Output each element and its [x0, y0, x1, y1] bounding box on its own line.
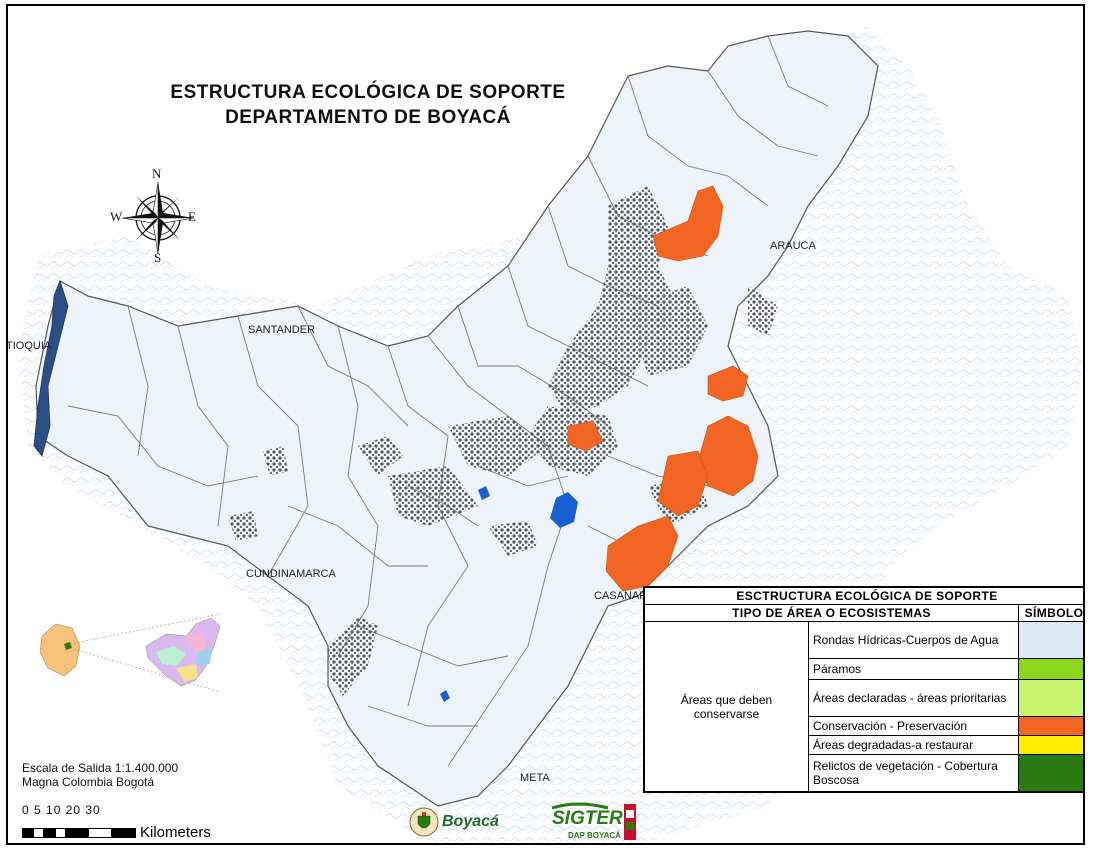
- antioquia-river: [33, 279, 69, 457]
- map-frame: ESTRUCTURA ECOLÓGICA DE SOPORTE DEPARTAM…: [6, 4, 1085, 845]
- map-title-line-2: DEPARTAMENTO DE BOYACÁ: [225, 107, 511, 128]
- compass-west-label: W: [110, 209, 123, 224]
- label-arauca: ARAUCA: [770, 240, 816, 252]
- sigter-logo-subtext: DAP BOYACÁ: [568, 831, 621, 840]
- scale-unit: Kilometers: [140, 824, 211, 841]
- legend-title: ESCTRUCTURA ECOLÓGICA DE SOPORTE: [644, 587, 1083, 605]
- sigter-emblem-icon: [551, 802, 636, 840]
- legend-row-label: Áreas declaradas - áreas prioritarias: [808, 679, 1019, 717]
- label-santander: SANTANDER: [248, 324, 316, 336]
- map-title: ESTRUCTURA ECOLÓGICA DE SOPORTE DEPARTAM…: [128, 80, 608, 130]
- map-title-line-1: ESTRUCTURA ECOLÓGICA DE SOPORTE: [170, 82, 566, 103]
- legend-swatch: [1018, 754, 1083, 792]
- sigter-logo-text: SIGTER: [552, 808, 623, 829]
- gobernacion-logo-text: Boyacá: [442, 813, 499, 830]
- legend-row-label: Conservación - Preservación: [808, 716, 1019, 736]
- label-casanare: CASANARE: [594, 590, 655, 602]
- scale-bar: Kilometers: [22, 824, 211, 841]
- projection-text: Magna Colombia Bogotá: [22, 775, 155, 789]
- compass-icon: [121, 181, 195, 255]
- gobernacion-boyaca-logo: Boyacá: [408, 806, 499, 838]
- small-lake-2: [440, 690, 450, 702]
- lake-tota: [550, 492, 578, 528]
- compass-north-label: N: [152, 166, 162, 181]
- conservation-areas: [567, 185, 759, 592]
- legend-swatch: [1018, 658, 1083, 680]
- boyaca-outline: [35, 30, 879, 807]
- small-lake-1: [478, 486, 490, 500]
- scale-info: Escala de Salida 1:1.400.000 Magna Colom…: [22, 761, 178, 817]
- legend-column-symbol: SÍMBOLO: [1018, 604, 1083, 622]
- label-meta: META: [520, 772, 550, 784]
- legend-table: ESCTRUCTURA ECOLÓGICA DE SOPORTE TIPO DE…: [643, 586, 1083, 793]
- legend-column-type: TIPO DE ÁREA O ECOSISTEMAS: [644, 604, 1019, 622]
- compass-rose: N S E W: [108, 166, 208, 268]
- legend-swatch: [1018, 716, 1083, 736]
- legend-swatch: [1018, 735, 1083, 755]
- label-cundinamarca: CUNDINAMARCA: [246, 568, 336, 580]
- legend-swatch: [1018, 621, 1083, 659]
- legend-swatch: [1018, 679, 1083, 717]
- inset-location-map: [39, 613, 221, 693]
- legend-row-label: Áreas degradadas-a restaurar: [808, 735, 1019, 755]
- compass-east-label: E: [188, 209, 196, 224]
- legend-group-label: Áreas que deben conservarse: [644, 621, 809, 792]
- coat-of-arms-icon: [409, 807, 439, 837]
- sigter-logo: SIGTER DAP BOYACÁ: [548, 800, 640, 843]
- legend-row-label: Páramos: [808, 658, 1019, 680]
- label-antioquia: TIOQUIA: [6, 340, 52, 352]
- scale-text: Escala de Salida 1:1.400.000: [22, 761, 179, 775]
- legend-row-label: Rondas Hídricas-Cuerpos de Agua: [808, 621, 1019, 659]
- scale-ticks: 0 5 10 20 30: [22, 803, 101, 817]
- legend-row-label: Relictos de vegetación - Cobertura Bosco…: [808, 754, 1019, 792]
- compass-south-label: S: [154, 250, 162, 265]
